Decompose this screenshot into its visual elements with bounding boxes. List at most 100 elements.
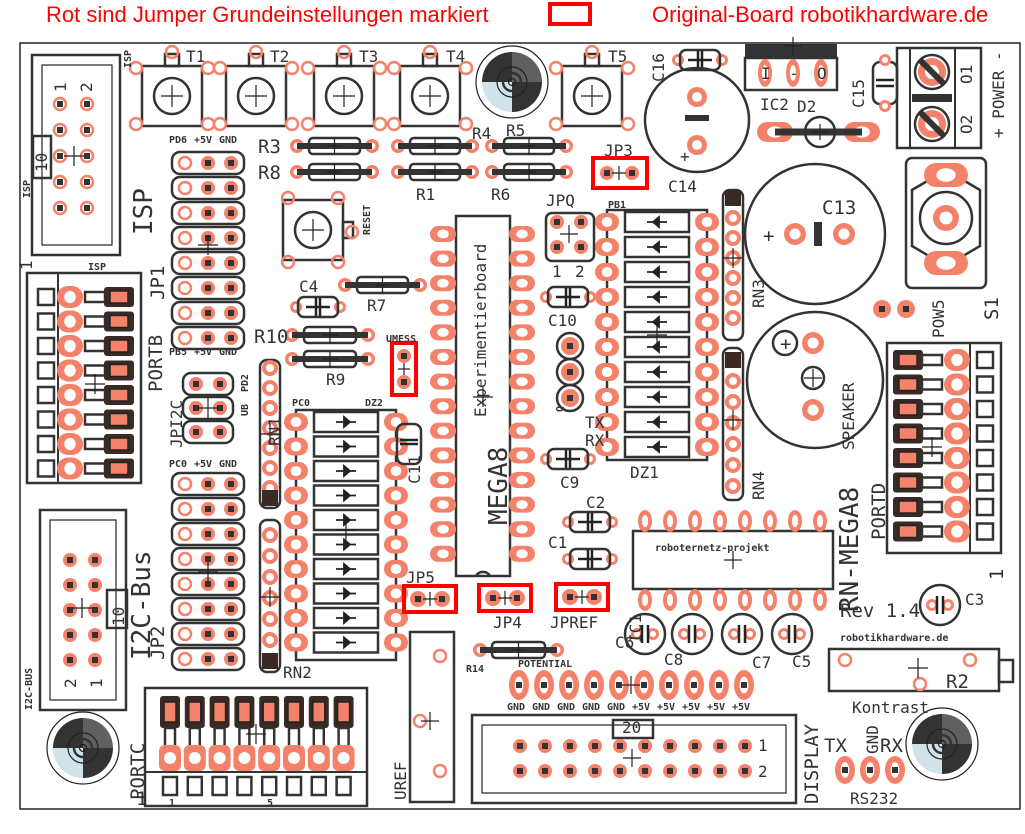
d2-cross [812, 124, 828, 140]
rn1-pin1 [262, 490, 278, 506]
reset-cross [302, 219, 324, 241]
label-c7: C7 [752, 653, 771, 672]
portd-bridge [920, 378, 944, 391]
drill [617, 768, 623, 774]
drill [761, 65, 769, 81]
portb-small-pad [36, 385, 56, 405]
dz1-cross [647, 325, 667, 345]
portc-small-pad [285, 775, 303, 797]
drill [57, 101, 63, 107]
drill [701, 291, 713, 303]
portc-cross [246, 724, 266, 744]
drill [205, 210, 211, 216]
drill [729, 440, 737, 448]
dz2-led-body [312, 631, 380, 654]
drill [601, 391, 613, 403]
drill [312, 752, 325, 764]
r6-resistor-cross [521, 164, 537, 180]
portb-jumper-window [109, 314, 129, 329]
r10-resistor-cross [322, 327, 338, 343]
drill [490, 595, 496, 601]
t3-switch-pad [372, 116, 388, 132]
drill [64, 413, 76, 426]
mount-hole-top-quadrant [482, 52, 512, 82]
jp1-row [170, 175, 246, 201]
drill [390, 539, 402, 550]
dz2-led-led-symbol [336, 537, 356, 552]
portd-small-pad [975, 473, 995, 492]
label-jpq-1: 1 [552, 262, 562, 281]
drill [266, 615, 274, 623]
c8-symbol [687, 625, 697, 643]
t5-switch-pad [620, 116, 636, 132]
portc-jumper-window [163, 701, 177, 723]
isp-pin [79, 96, 95, 112]
t1-switch-pad [164, 44, 180, 60]
drill [741, 593, 749, 607]
drill [217, 381, 223, 387]
drill [716, 514, 724, 528]
label-isp-pin2: 2 [77, 82, 96, 92]
dz2-led-body [312, 582, 380, 605]
drill [64, 388, 76, 402]
t3-switch-pad [300, 60, 316, 76]
drill [892, 767, 898, 773]
label-r8: R8 [258, 162, 281, 184]
drill [266, 531, 274, 539]
drill [516, 682, 522, 688]
label-experimentierboard: Experimentierboard [471, 244, 490, 417]
label-potential-pin: GND [582, 702, 600, 713]
mega8-ic-body [454, 214, 512, 578]
jpi2c-row [181, 395, 235, 421]
drill [789, 65, 797, 81]
drill [266, 464, 274, 472]
label-portc-one: 1 [136, 788, 147, 810]
label-display: DISPLAY [801, 723, 823, 804]
c2-capacitor-body [568, 510, 612, 534]
reset-pad [330, 254, 346, 270]
mount-hole-bottom-right-quadrant [942, 714, 972, 744]
label-uref: UREF [391, 761, 410, 800]
mount-hole-bottom-right-quadrant [912, 744, 942, 774]
portc-jumper-window [212, 701, 227, 723]
drill [791, 593, 799, 607]
t4-switch-pad [458, 60, 474, 76]
legend-text: Rot sind Jumper Grundeinstellungen marki… [46, 2, 489, 27]
drill [437, 303, 449, 313]
mount-hole-bottom-left-center [78, 743, 88, 753]
source-text: Original-Board robotikhardware.de [652, 2, 989, 27]
label-ub: UB [240, 404, 251, 416]
portd-jumper-window [898, 377, 918, 392]
drill [228, 185, 234, 191]
drill [541, 682, 547, 688]
drill [57, 179, 63, 185]
label-portd: PORTD [868, 483, 890, 540]
jpref-default-highlight [554, 582, 610, 612]
drill [701, 216, 713, 228]
rn2-pin1 [262, 653, 278, 669]
portb-cross [85, 374, 105, 394]
drill [516, 401, 528, 411]
dz1-outline [605, 208, 709, 462]
label-r5: R5 [506, 121, 525, 140]
drill [641, 514, 649, 528]
drill [516, 352, 528, 362]
label-isp-one: 1 [17, 260, 36, 270]
t4-switch-pad [386, 60, 402, 76]
drill [681, 631, 687, 637]
portd-jumper-window [898, 500, 918, 514]
jp4-cross [498, 591, 512, 605]
jp2-pin [177, 501, 193, 517]
label-c4: C4 [299, 277, 318, 296]
label-jp1-head: GND [219, 135, 237, 146]
drill [205, 260, 211, 266]
portb-jumper-window [109, 339, 129, 353]
label-c2: C2 [586, 493, 605, 512]
drill [516, 278, 528, 288]
drill [516, 500, 528, 510]
drill [816, 593, 824, 607]
dz1-led-body [623, 435, 691, 459]
portc-outline [143, 686, 369, 808]
drill [514, 595, 520, 601]
label-rn3: RN3 [749, 279, 768, 308]
